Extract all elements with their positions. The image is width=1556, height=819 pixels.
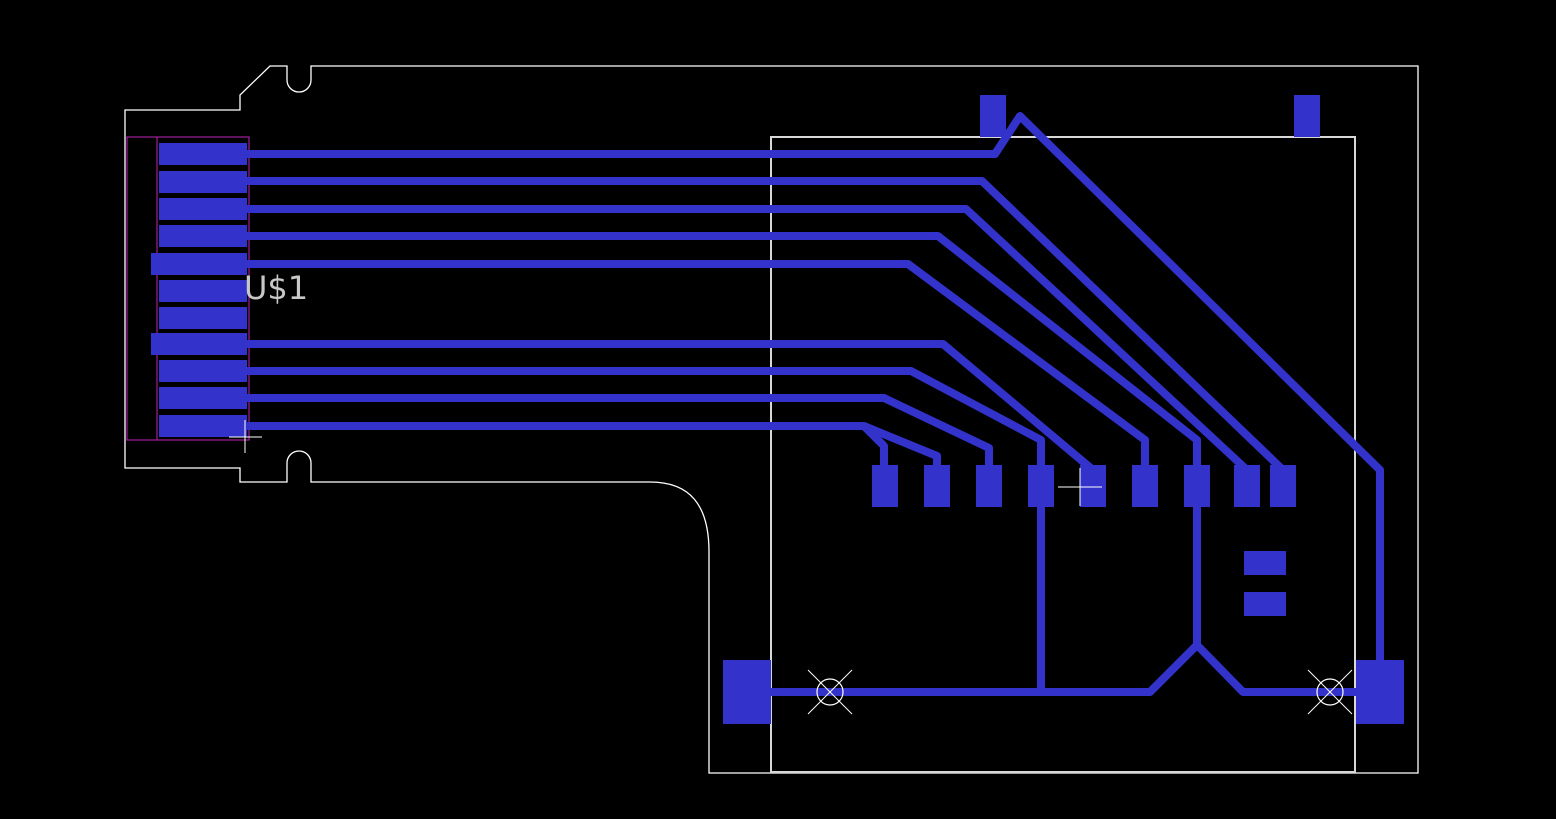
trace-5 [245,260,1149,487]
mounting-and-misc-pads [723,95,1404,724]
component-reference-label: U$1 [244,269,308,307]
bottom-mount-pad-left [723,660,771,724]
bottom-mount-pad-right [1356,660,1404,724]
footprint-pad [1132,465,1158,507]
connector-pad [159,280,247,302]
board-outline [124,65,1419,774]
top-mount-pad-left [980,95,1006,137]
footprint-pad [1270,465,1296,507]
footprint-signal-pads [872,465,1296,507]
small-pad-lower [1244,592,1286,616]
connector-silkscreen [126,136,250,441]
top-mount-pad-right [1294,95,1320,137]
copper-traces [245,112,1384,696]
trace-9 [245,422,941,487]
connector-pad [159,171,247,193]
small-pad-upper [1244,551,1286,575]
footprint-pad [924,465,950,507]
trace-6 [245,340,1097,487]
connector-pad [159,225,247,247]
trace-7 [245,367,1045,487]
connector-pads [151,143,247,437]
trace-ground-bus [771,641,1355,696]
connector-pad [151,253,247,275]
trace-4 [245,232,1201,487]
mounting-hole-right [1307,669,1353,715]
footprint-pad [872,465,898,507]
component-keepout-outline [770,136,1356,773]
mounting-hole-left [807,669,853,715]
footprint-pad [1080,465,1106,507]
connector-pad [151,333,247,355]
connector-origin-cross [229,420,262,453]
footprint-origin-cross [1058,468,1102,506]
footprint-pad [1234,465,1260,507]
connector-pad [159,387,247,409]
footprint-pad [976,465,1002,507]
connector-pad [159,307,247,329]
connector-pad [159,198,247,220]
footprint-pad [1028,465,1054,507]
connector-pad [159,360,247,382]
footprint-pad [1184,465,1210,507]
connector-pad [159,143,247,165]
connector-pad [159,415,247,437]
